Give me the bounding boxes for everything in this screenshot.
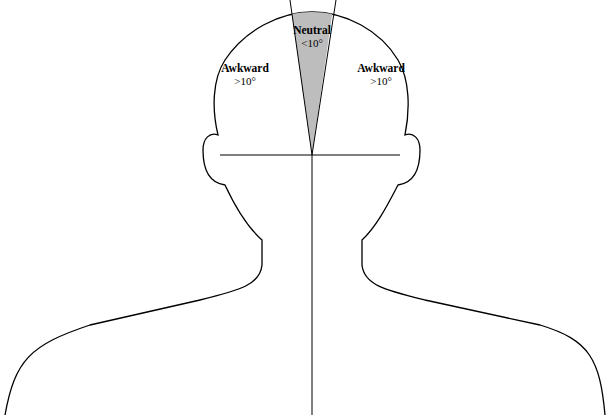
neutral-wedge: Neutral<10° [285,0,339,160]
region-label: Awkward [215,62,275,75]
wedge-edge [290,0,312,155]
region-label: Neutral [285,24,339,37]
body-outline [5,12,605,415]
horizontal-axis [220,155,400,156]
angle-value: <10° [285,37,339,49]
angle-value: >10° [351,75,411,87]
region-label: Awkward [351,62,411,75]
wedge-edge [312,0,336,155]
vertical-axis [312,155,313,415]
angle-value: >10° [215,75,275,87]
